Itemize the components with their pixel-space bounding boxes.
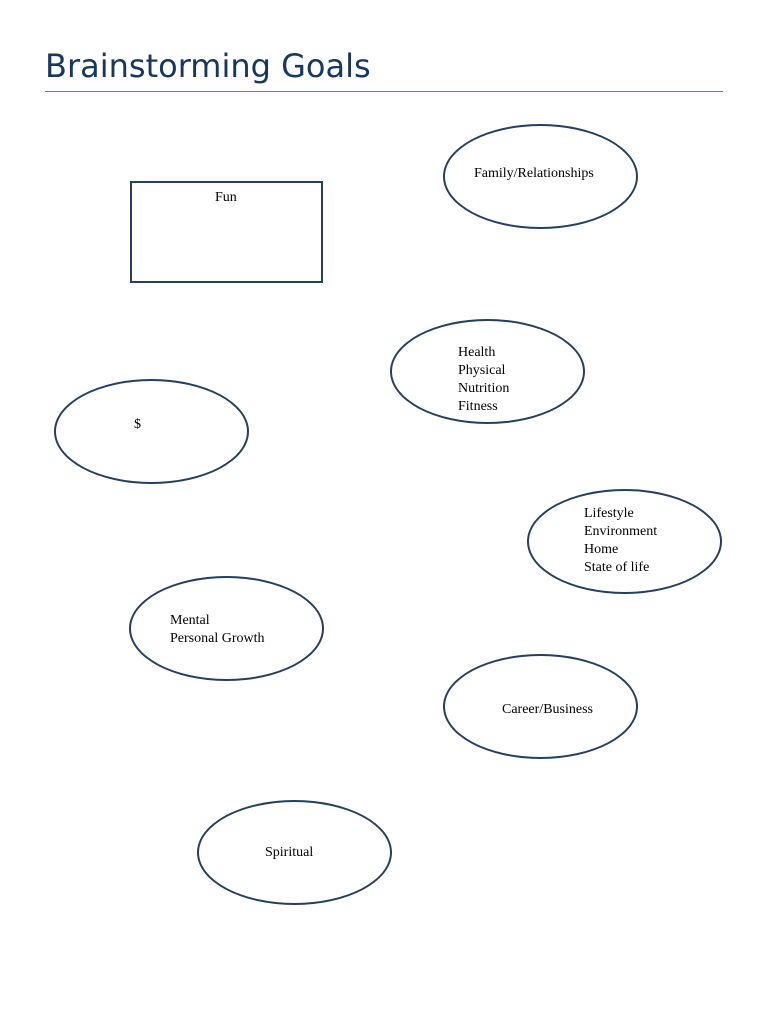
goal-label: Fitness	[458, 399, 498, 414]
goal-lifestyle[interactable]: Lifestyle Environment Home State of life	[527, 489, 722, 594]
goal-label: Family/Relationships	[474, 166, 594, 181]
goal-fun[interactable]: Fun	[130, 181, 323, 283]
goal-label: Fun	[215, 190, 237, 205]
goal-label: Personal Growth	[170, 631, 265, 646]
goal-label: Mental	[170, 613, 210, 628]
goal-label: State of life	[584, 560, 650, 575]
title-divider	[45, 91, 723, 92]
goal-label: Health	[458, 345, 496, 360]
goal-label: Lifestyle	[584, 506, 634, 521]
goal-label: Spiritual	[265, 845, 314, 860]
goal-label: $	[134, 417, 141, 432]
goal-mental[interactable]: Mental Personal Growth	[129, 576, 324, 681]
page-title: Brainstorming Goals	[45, 47, 371, 85]
goal-money[interactable]: $	[54, 379, 249, 484]
goal-label: Home	[584, 542, 619, 557]
goal-label: Nutrition	[458, 381, 510, 396]
goal-label: Physical	[458, 363, 506, 378]
goal-family-relationships[interactable]: Family/Relationships	[443, 124, 638, 229]
goal-label: Career/Business	[502, 702, 593, 717]
goal-label: Environment	[584, 524, 658, 539]
goal-career-business[interactable]: Career/Business	[443, 654, 638, 759]
goal-spiritual[interactable]: Spiritual	[197, 800, 392, 905]
goal-health[interactable]: Health Physical Nutrition Fitness	[390, 319, 585, 424]
